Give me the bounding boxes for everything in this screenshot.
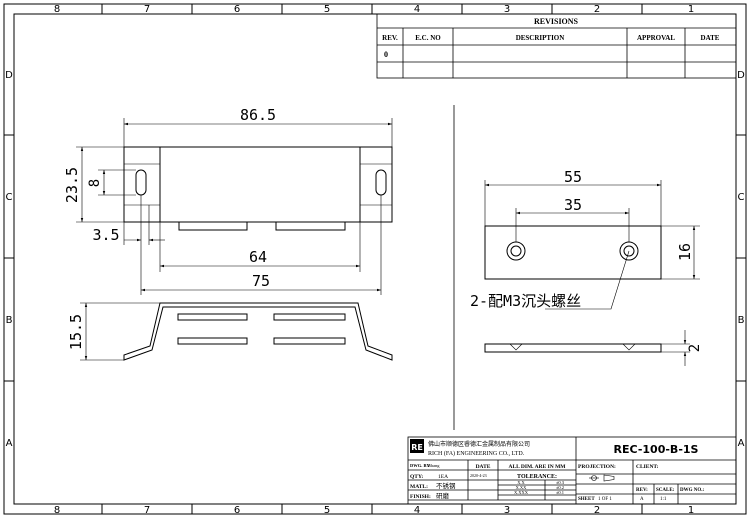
row-label: C: [738, 192, 745, 203]
company-name-cn: 佛山市顺德区睿德汇金属制品有限公司: [428, 440, 530, 448]
dim-hole-span: 75: [252, 272, 270, 290]
plate-view: [484, 225, 662, 280]
row-label: A: [6, 438, 13, 449]
matl-label: MATL:: [410, 484, 428, 490]
logo-text: RE: [411, 443, 423, 452]
row-label: B: [6, 315, 13, 326]
tolerance-fmt: X.XXX: [514, 490, 529, 495]
revisions-table: [376, 13, 737, 79]
scale-value: 1:1: [660, 497, 667, 502]
tolerance-val: ±0.1: [556, 490, 564, 495]
plate-side-dimensions: [661, 330, 690, 366]
col-label: 7: [144, 4, 150, 15]
row-label: D: [737, 70, 745, 81]
tolerance-label: TOLERANCE:: [517, 474, 557, 480]
sheet-value: 1 OF 1: [598, 497, 612, 502]
col-label: 5: [324, 505, 330, 516]
projection-label: PROJECTION:: [578, 464, 616, 470]
tolerance-fmt: X.XX: [516, 485, 528, 490]
col-label: 8: [54, 4, 60, 15]
col-label: 2: [594, 4, 600, 15]
col-label: 1: [688, 4, 694, 15]
dim-plate-thickness: 2: [687, 344, 703, 352]
dwg-by-label: DWG. BY:: [410, 463, 431, 468]
title-block: [407, 436, 737, 505]
dwg-no-label: DWG NO.:: [680, 488, 705, 493]
row-label: A: [738, 438, 745, 449]
date-value: 2020-4-23: [470, 473, 487, 478]
dim-side-height: 15.5: [67, 314, 85, 350]
dim-plate-length: 55: [564, 168, 582, 186]
dim-plate-height: 16: [676, 243, 694, 261]
plate-side-view: [484, 343, 662, 353]
tolerance-fmt: X.X: [517, 480, 525, 485]
rev-value: 0: [384, 50, 388, 59]
col-label: 3: [504, 505, 510, 516]
qty-value: 1EA: [438, 474, 448, 480]
dim-slot-offset: 3.5: [92, 226, 119, 244]
side-view-dimensions: [80, 302, 160, 361]
description-header: DESCRIPTION: [516, 34, 565, 42]
approval-header: APPROVAL: [637, 34, 675, 42]
sheet-label: SHEET: [578, 497, 595, 502]
tolerance-val: ±0.3: [556, 480, 565, 485]
col-label: 7: [144, 505, 150, 516]
dim-inner-length: 64: [249, 248, 267, 266]
finish-label: FINISH:: [410, 494, 431, 500]
finish-value: 研磨: [436, 491, 450, 500]
tolerance-val: ±0.2: [556, 485, 564, 490]
revisions-title: REVISIONS: [534, 17, 579, 26]
side-view: [123, 302, 393, 361]
date-label: DATE: [476, 464, 491, 470]
company-name-en: RICH (FA) ENGINEERING CO., LTD.: [428, 450, 525, 457]
top-view-dimensions: [76, 118, 393, 295]
qty-label: QTY:: [410, 474, 423, 480]
scale-label: SCALE:: [656, 488, 675, 493]
col-label: 3: [504, 4, 510, 15]
top-view: [123, 146, 393, 231]
ecno-header: E.C. NO: [415, 34, 441, 42]
matl-value: 不锈钢: [436, 481, 456, 490]
dim-plate-hole-span: 35: [564, 196, 582, 214]
rev-label: REV:: [636, 488, 648, 493]
screw-note: 2-配M3沉头螺丝: [470, 292, 581, 310]
date-header: DATE: [701, 34, 720, 42]
col-label: 2: [594, 505, 600, 516]
border-frame: [3, 3, 747, 515]
col-label: 4: [414, 4, 420, 15]
row-label: D: [5, 70, 13, 81]
col-label: 6: [234, 505, 240, 516]
projection-symbol-icon: [589, 474, 615, 482]
dim-overall-length: 86.5: [240, 106, 276, 124]
dim-slot-height: 8: [87, 179, 103, 187]
col-label: 6: [234, 4, 240, 15]
row-label: C: [6, 192, 13, 203]
plate-view-dimensions: [484, 180, 700, 310]
client-label: CLIENT:: [636, 464, 659, 470]
dwg-by-value: Zhang: [428, 463, 440, 468]
dims-unit: ALL DIM. ARE IN MM: [509, 464, 567, 470]
col-label: 1: [688, 505, 694, 516]
rev-header: REV.: [382, 34, 398, 42]
col-label: 4: [414, 505, 420, 516]
drawing-number: REC-100-B-1S: [614, 443, 699, 456]
col-label: 8: [54, 505, 60, 516]
company-logo: [410, 439, 424, 453]
rev-value: A: [640, 497, 644, 502]
col-label: 5: [324, 4, 330, 15]
row-label: B: [738, 315, 745, 326]
dim-height: 23.5: [63, 167, 81, 203]
